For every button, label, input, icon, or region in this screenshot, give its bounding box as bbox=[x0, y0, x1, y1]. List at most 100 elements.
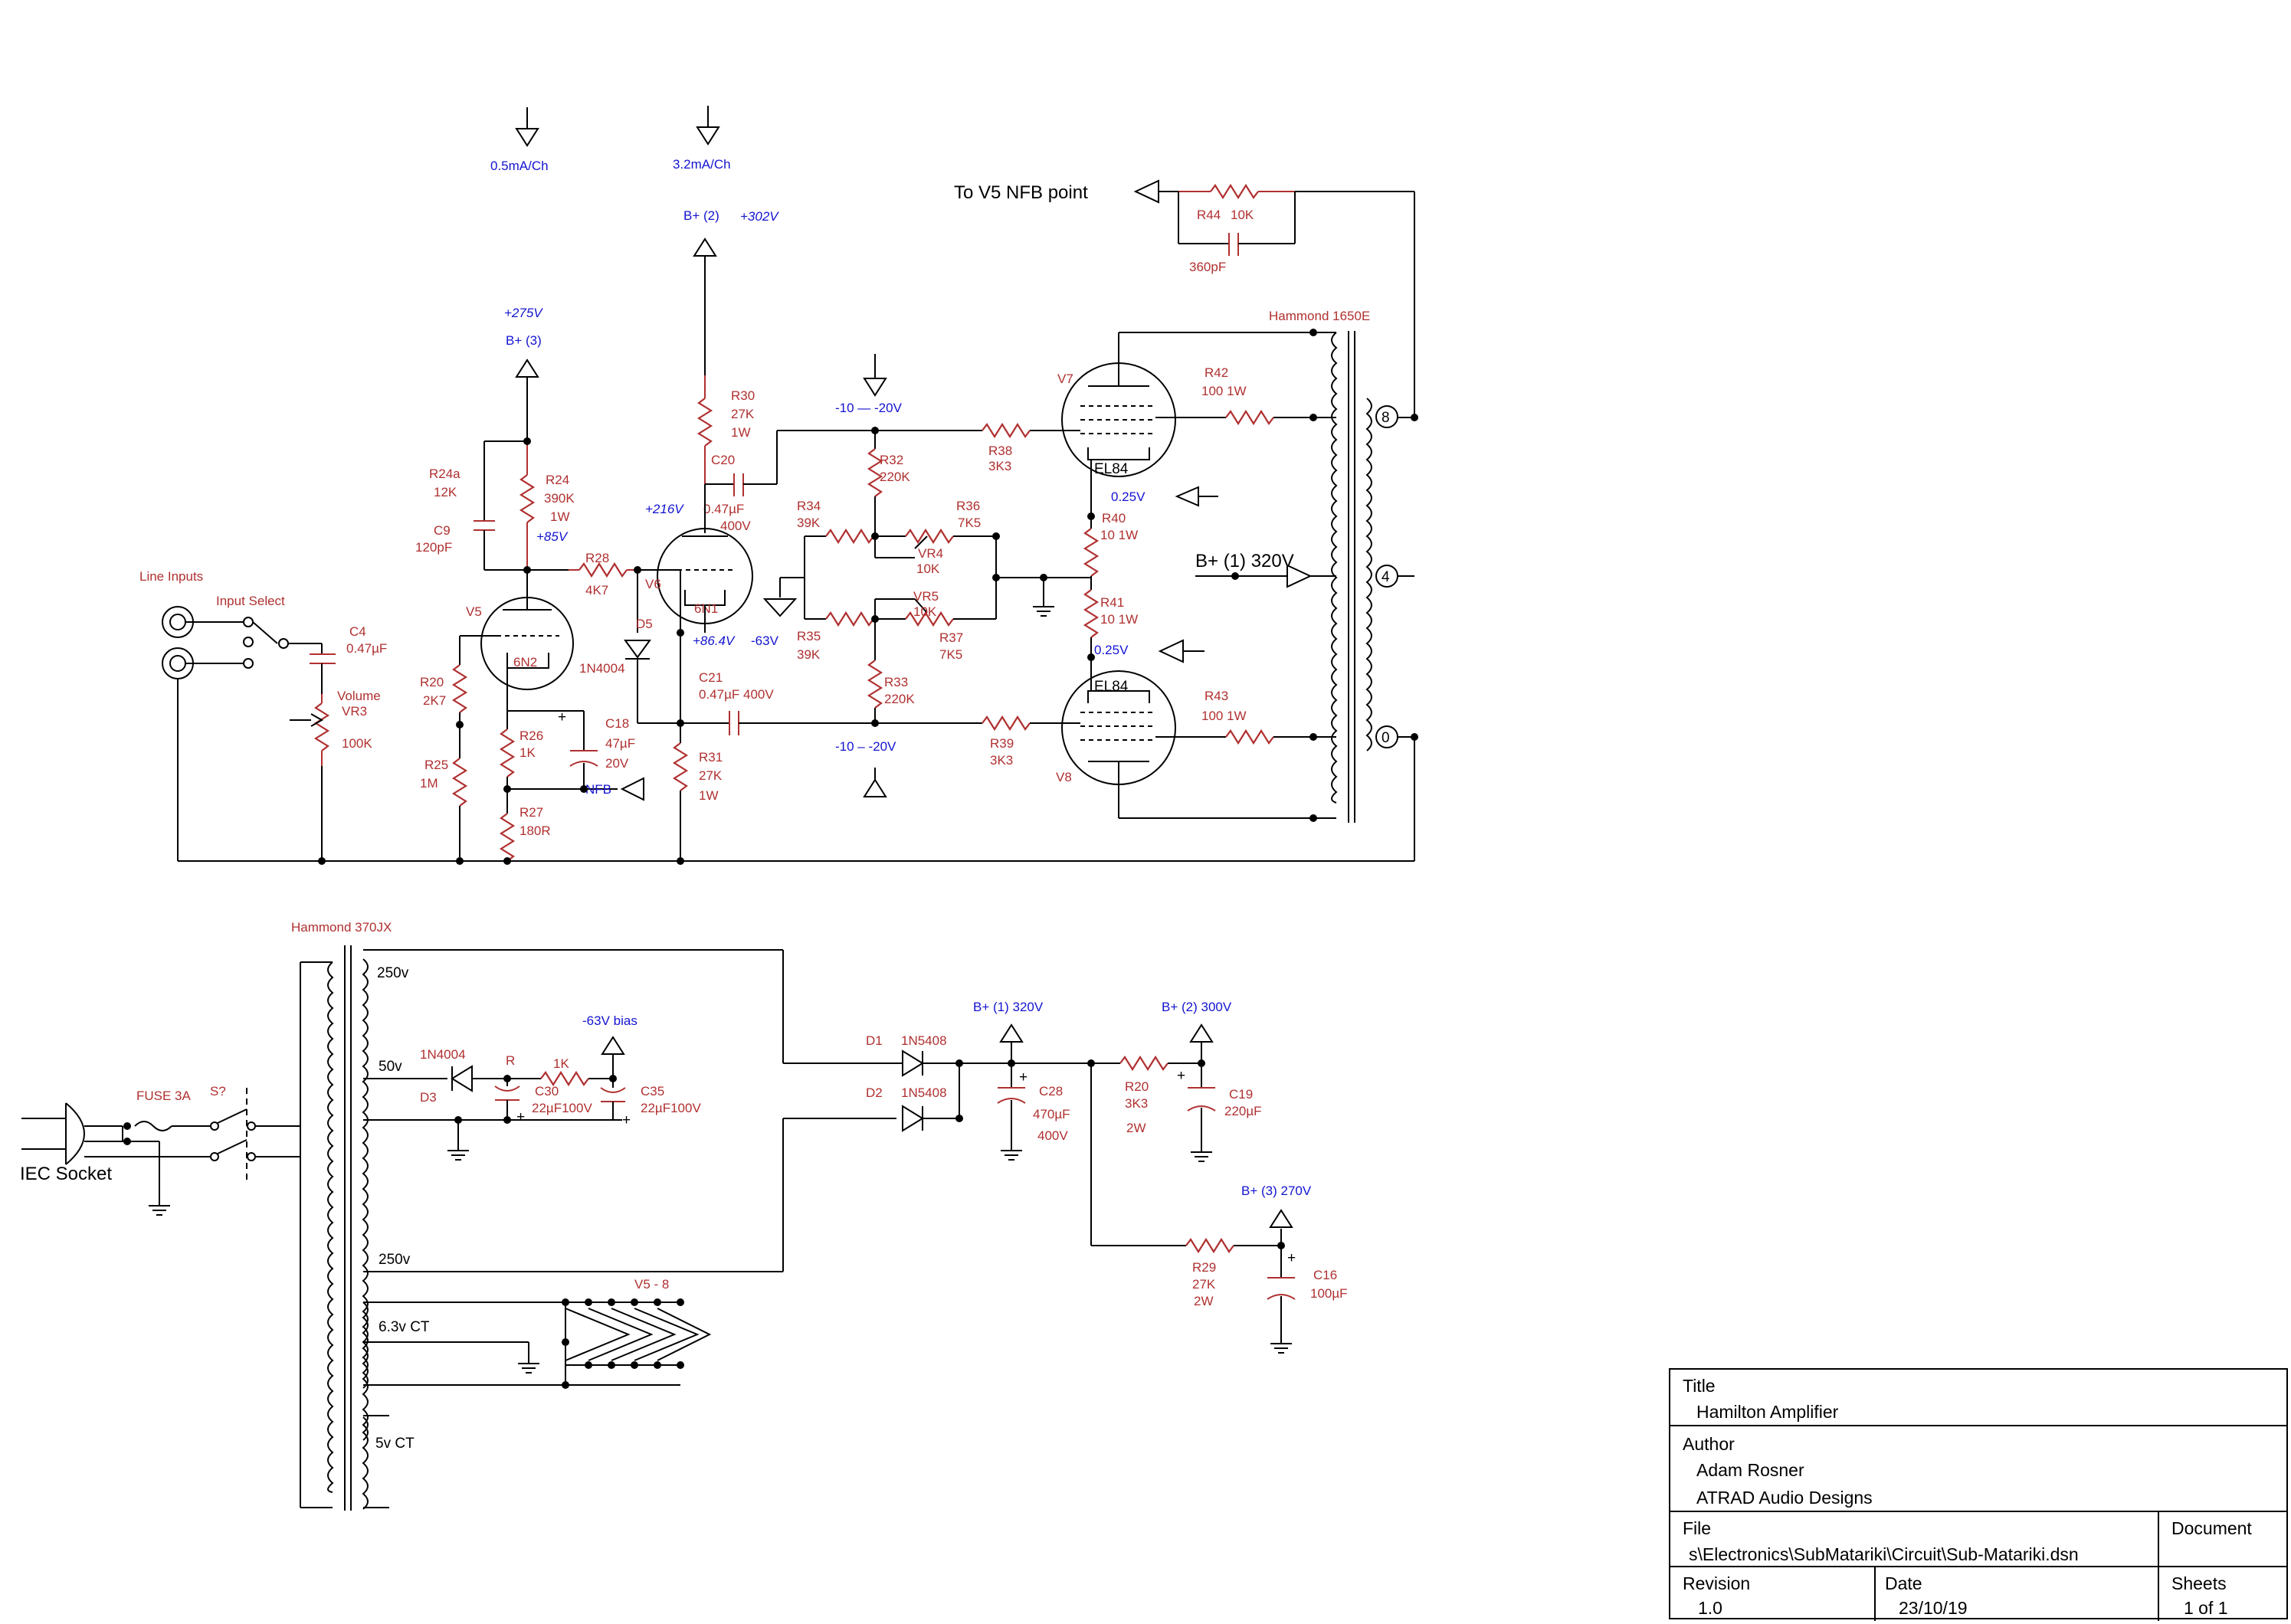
svg-text:+: + bbox=[1287, 1250, 1296, 1266]
v5-label: V5 bbox=[466, 604, 482, 619]
r39-value: 3K3 bbox=[990, 753, 1013, 768]
c35-value: 22µF100V bbox=[641, 1101, 701, 1115]
r25-value: 1M bbox=[420, 776, 438, 791]
r25-label: R25 bbox=[424, 758, 448, 772]
r44-value: 10K bbox=[1231, 208, 1254, 222]
d1-label: D1 bbox=[866, 1033, 883, 1048]
company-value: ATRAD Audio Designs bbox=[1696, 1488, 1873, 1508]
r29-value: 27K bbox=[1192, 1277, 1216, 1292]
c19-label: C19 bbox=[1229, 1087, 1253, 1102]
r35-label: R35 bbox=[797, 629, 821, 643]
r42-value: 100 1W bbox=[1201, 384, 1247, 398]
c4-value: 0.47µF bbox=[346, 641, 387, 656]
r20b-label: R20 bbox=[1125, 1079, 1149, 1094]
tube-6n1-label: 6N1 bbox=[694, 601, 718, 616]
ht-supply: D1 1N5408 D2 1N5408 B+ (1) 320V + C28 47… bbox=[866, 1000, 1348, 1354]
r37-label: R37 bbox=[939, 630, 963, 645]
v5-tube: 6N2 V5 bbox=[459, 597, 574, 711]
line-inputs-label: Line Inputs bbox=[139, 569, 203, 584]
r24a-label: R24a bbox=[429, 467, 460, 481]
v8-label: V8 bbox=[1056, 770, 1072, 784]
v7-label: V7 bbox=[1057, 372, 1073, 386]
r36-value: 7K5 bbox=[958, 516, 981, 530]
s250b-label: 250v bbox=[379, 1252, 411, 1268]
r24-value: 390K bbox=[544, 491, 575, 506]
svg-text:+: + bbox=[558, 709, 566, 725]
svg-text:+: + bbox=[1019, 1069, 1028, 1085]
hammond-1650e-label: Hammond 1650E bbox=[1269, 309, 1370, 323]
r28-label: R28 bbox=[585, 551, 609, 565]
r32-value: 220K bbox=[880, 470, 910, 484]
c20-volt: 400V bbox=[720, 519, 751, 533]
r29-watt: 2W bbox=[1194, 1294, 1214, 1308]
c28-value: 470µF bbox=[1033, 1107, 1070, 1121]
vr4-label: VR4 bbox=[918, 546, 943, 561]
r34-value: 39K bbox=[797, 516, 821, 530]
junctions-bottom bbox=[123, 1059, 1285, 1249]
r31-value: 27K bbox=[699, 768, 723, 783]
r39-label: R39 bbox=[990, 736, 1014, 751]
r44-label: R44 bbox=[1197, 208, 1221, 222]
r41-label: R41 bbox=[1100, 595, 1124, 610]
r-1k-label: 1K bbox=[553, 1056, 569, 1071]
current-32-label: 3.2mA/Ch bbox=[673, 157, 731, 172]
r31-watt: 1W bbox=[699, 788, 719, 803]
bp3-270-label: B+ (3) 270V bbox=[1241, 1184, 1312, 1198]
r42-label: R42 bbox=[1204, 365, 1228, 380]
mains-input: FUSE 3A S? IEC Socket bbox=[20, 1084, 300, 1216]
v5-plate-supply: +275V B+ (3) R24a 12K C9 120pF R24 390K … bbox=[415, 306, 674, 599]
sheets-heading: Sheets bbox=[2171, 1573, 2227, 1593]
c18-volt: 20V bbox=[605, 756, 629, 771]
r31-label: R31 bbox=[699, 750, 723, 765]
to-v5-nfb-label: To V5 NFB point bbox=[954, 182, 1088, 203]
c4-label: C4 bbox=[349, 624, 366, 639]
fuse-label: FUSE 3A bbox=[136, 1089, 192, 1103]
bias-top-label: -10 — -20V bbox=[835, 401, 903, 415]
bp2-300-label: B+ (2) 300V bbox=[1162, 1000, 1232, 1014]
d1-value: 1N5408 bbox=[901, 1033, 947, 1048]
title-block: Title Hamilton Amplifier Author Adam Ros… bbox=[1669, 1368, 2288, 1621]
r33-value: 220K bbox=[884, 692, 915, 706]
sheets-value: 1 of 1 bbox=[2184, 1598, 2228, 1618]
r33-label: R33 bbox=[884, 675, 908, 689]
v216-label: +216V bbox=[645, 502, 684, 516]
heater-string: V5 - 8 bbox=[562, 1277, 712, 1389]
r24-watt: 1W bbox=[550, 509, 570, 524]
input-select-label: Input Select bbox=[216, 594, 285, 608]
svg-text:+: + bbox=[516, 1109, 525, 1125]
v5-cathode-network: R20 2K7 R25 1M R26 1K R27 180R + C18 47µ… bbox=[420, 657, 644, 862]
r24a-value: 12K bbox=[434, 485, 457, 499]
c30-label: C30 bbox=[535, 1084, 559, 1098]
d2-label: D2 bbox=[866, 1085, 883, 1100]
power-supply-section: Hammond 370JX 250v 50v 250v 6.3v CT 5v C… bbox=[20, 920, 1348, 1511]
c35-label: C35 bbox=[641, 1084, 664, 1098]
r38-label: R38 bbox=[988, 444, 1012, 458]
c20-value: 0.47µF bbox=[703, 502, 744, 516]
v864-label: +86.4V bbox=[693, 634, 736, 648]
c18-value: 47µF bbox=[605, 736, 635, 751]
v6-grid-network: D5 1N4004 +86.4V -63V C21 0.47µF 400V R3… bbox=[579, 570, 875, 861]
revision-heading: Revision bbox=[1683, 1573, 1751, 1593]
c16-value: 100µF bbox=[1310, 1286, 1348, 1301]
v85-label: +85V bbox=[536, 529, 569, 544]
r43-value: 100 1W bbox=[1201, 709, 1247, 723]
r32-label: R32 bbox=[880, 453, 903, 467]
input-section: Line Inputs Input Select C4 0.47µF Volum… bbox=[139, 569, 387, 861]
c20-label: C20 bbox=[711, 453, 735, 467]
document-heading: Document bbox=[2171, 1518, 2252, 1538]
date-heading: Date bbox=[1885, 1573, 1922, 1593]
r20b-value: 3K3 bbox=[1125, 1096, 1148, 1111]
vr5-label: VR5 bbox=[913, 589, 939, 604]
r20-value: 2K7 bbox=[423, 693, 446, 708]
volume-label: Volume bbox=[337, 689, 381, 703]
tap0-label: 0 bbox=[1381, 730, 1390, 746]
c30-value: 22µF100V bbox=[532, 1101, 592, 1115]
signal-section: 0.5mA/Ch 3.2mA/Ch To V5 NFB point R44 10… bbox=[139, 106, 1418, 865]
d5-value: 1N4004 bbox=[579, 661, 625, 676]
s63ct-label: 6.3v CT bbox=[379, 1319, 430, 1335]
r30-label: R30 bbox=[731, 388, 755, 403]
r27-label: R27 bbox=[519, 805, 543, 820]
iec-label: IEC Socket bbox=[20, 1164, 112, 1184]
v63-label: -63V bbox=[751, 634, 779, 648]
